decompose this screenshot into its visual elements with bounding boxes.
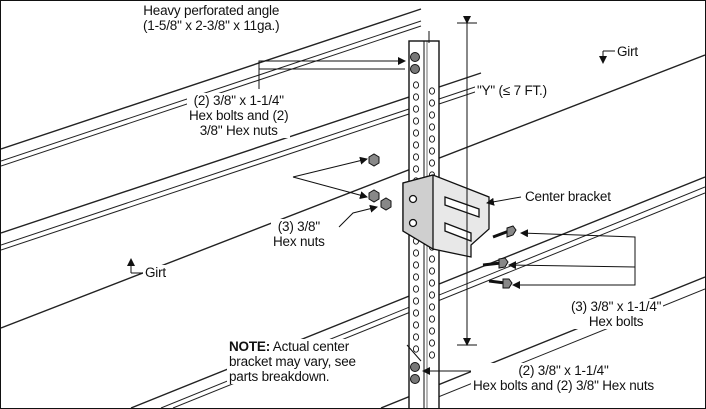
note-text: NOTE: Actual center bracket may vary, se… — [227, 339, 358, 384]
perforation-hole — [428, 111, 436, 119]
dimension-y-label: "Y" (≤ 7 FT.) — [475, 83, 549, 98]
perforation-hole — [428, 303, 436, 311]
dimension-y-line — [457, 16, 477, 346]
perforation-hole — [428, 255, 436, 263]
perforation-hole — [412, 273, 420, 281]
bottom-bolt-1-icon — [410, 362, 420, 372]
angle-bolts — [410, 52, 420, 384]
note-line-2: bracket may vary, see — [229, 354, 356, 369]
note-line-1: Actual center — [270, 339, 349, 354]
top-bolt-1-icon — [410, 52, 420, 62]
top-bolt-2-icon — [410, 64, 420, 74]
perforation-hole — [412, 153, 420, 161]
hex-nuts — [368, 153, 392, 211]
perforation-hole — [412, 141, 420, 149]
perforation-hole — [412, 297, 420, 305]
note-heading: NOTE: — [229, 339, 270, 354]
hex-bolt-1-icon — [492, 225, 517, 239]
hex-nut-1-icon — [368, 153, 380, 167]
perforation-hole — [412, 309, 420, 317]
girt-label-right: Girt — [615, 44, 640, 59]
hex-nut-2-icon — [368, 189, 380, 203]
bottom-bolt-2-icon — [410, 374, 420, 384]
girt-label-left: Girt — [143, 265, 168, 280]
perforation-hole — [412, 249, 420, 257]
girt-upper — [1, 8, 705, 329]
perforation-hole — [412, 93, 420, 101]
hex-bolt-2-icon — [482, 257, 509, 269]
note-line-3: parts breakdown. — [229, 369, 330, 384]
perforation-hole — [412, 261, 420, 269]
hex-bolts-label: (3) 3/8" x 1-1/4" Hex bolts — [569, 299, 664, 329]
perforation-hole — [428, 279, 436, 287]
perforation-hole — [428, 99, 436, 107]
perforation-hole — [428, 159, 436, 167]
perforation-hole — [428, 267, 436, 275]
perforation-hole — [412, 345, 420, 353]
hex-bolts — [482, 225, 517, 289]
angle-label: Heavy perforated angle (1-5/8" x 2-3/8" … — [141, 3, 282, 33]
perforation-hole — [428, 327, 436, 335]
hex-nut-3-icon — [380, 197, 392, 211]
hex-nuts-label: (3) 3/8" Hex nuts — [271, 219, 327, 249]
center-bracket-label: Center bracket — [523, 189, 613, 204]
perforation-hole — [428, 147, 436, 155]
perforation-hole — [428, 351, 436, 359]
perforation-hole — [428, 123, 436, 131]
perforation-hole — [412, 117, 420, 125]
top-bolts-label: (2) 3/8" x 1-1/4" Hex bolts and (2) 3/8"… — [187, 93, 291, 138]
perforation-hole — [428, 291, 436, 299]
perforation-hole — [428, 135, 436, 143]
perforation-hole — [412, 321, 420, 329]
hex-bolt-3-icon — [488, 278, 513, 289]
perforation-hole — [412, 105, 420, 113]
perforation-hole — [412, 165, 420, 173]
perforation-hole — [428, 339, 436, 347]
perforation-hole — [412, 81, 420, 89]
bottom-bolts-label: (2) 3/8" x 1-1/4" Hex bolts and (2) 3/8"… — [471, 363, 656, 393]
perforation-hole — [412, 129, 420, 137]
perforation-hole — [428, 315, 436, 323]
perforation-hole — [428, 87, 436, 95]
perforation-hole — [412, 285, 420, 293]
perforation-hole — [412, 333, 420, 341]
